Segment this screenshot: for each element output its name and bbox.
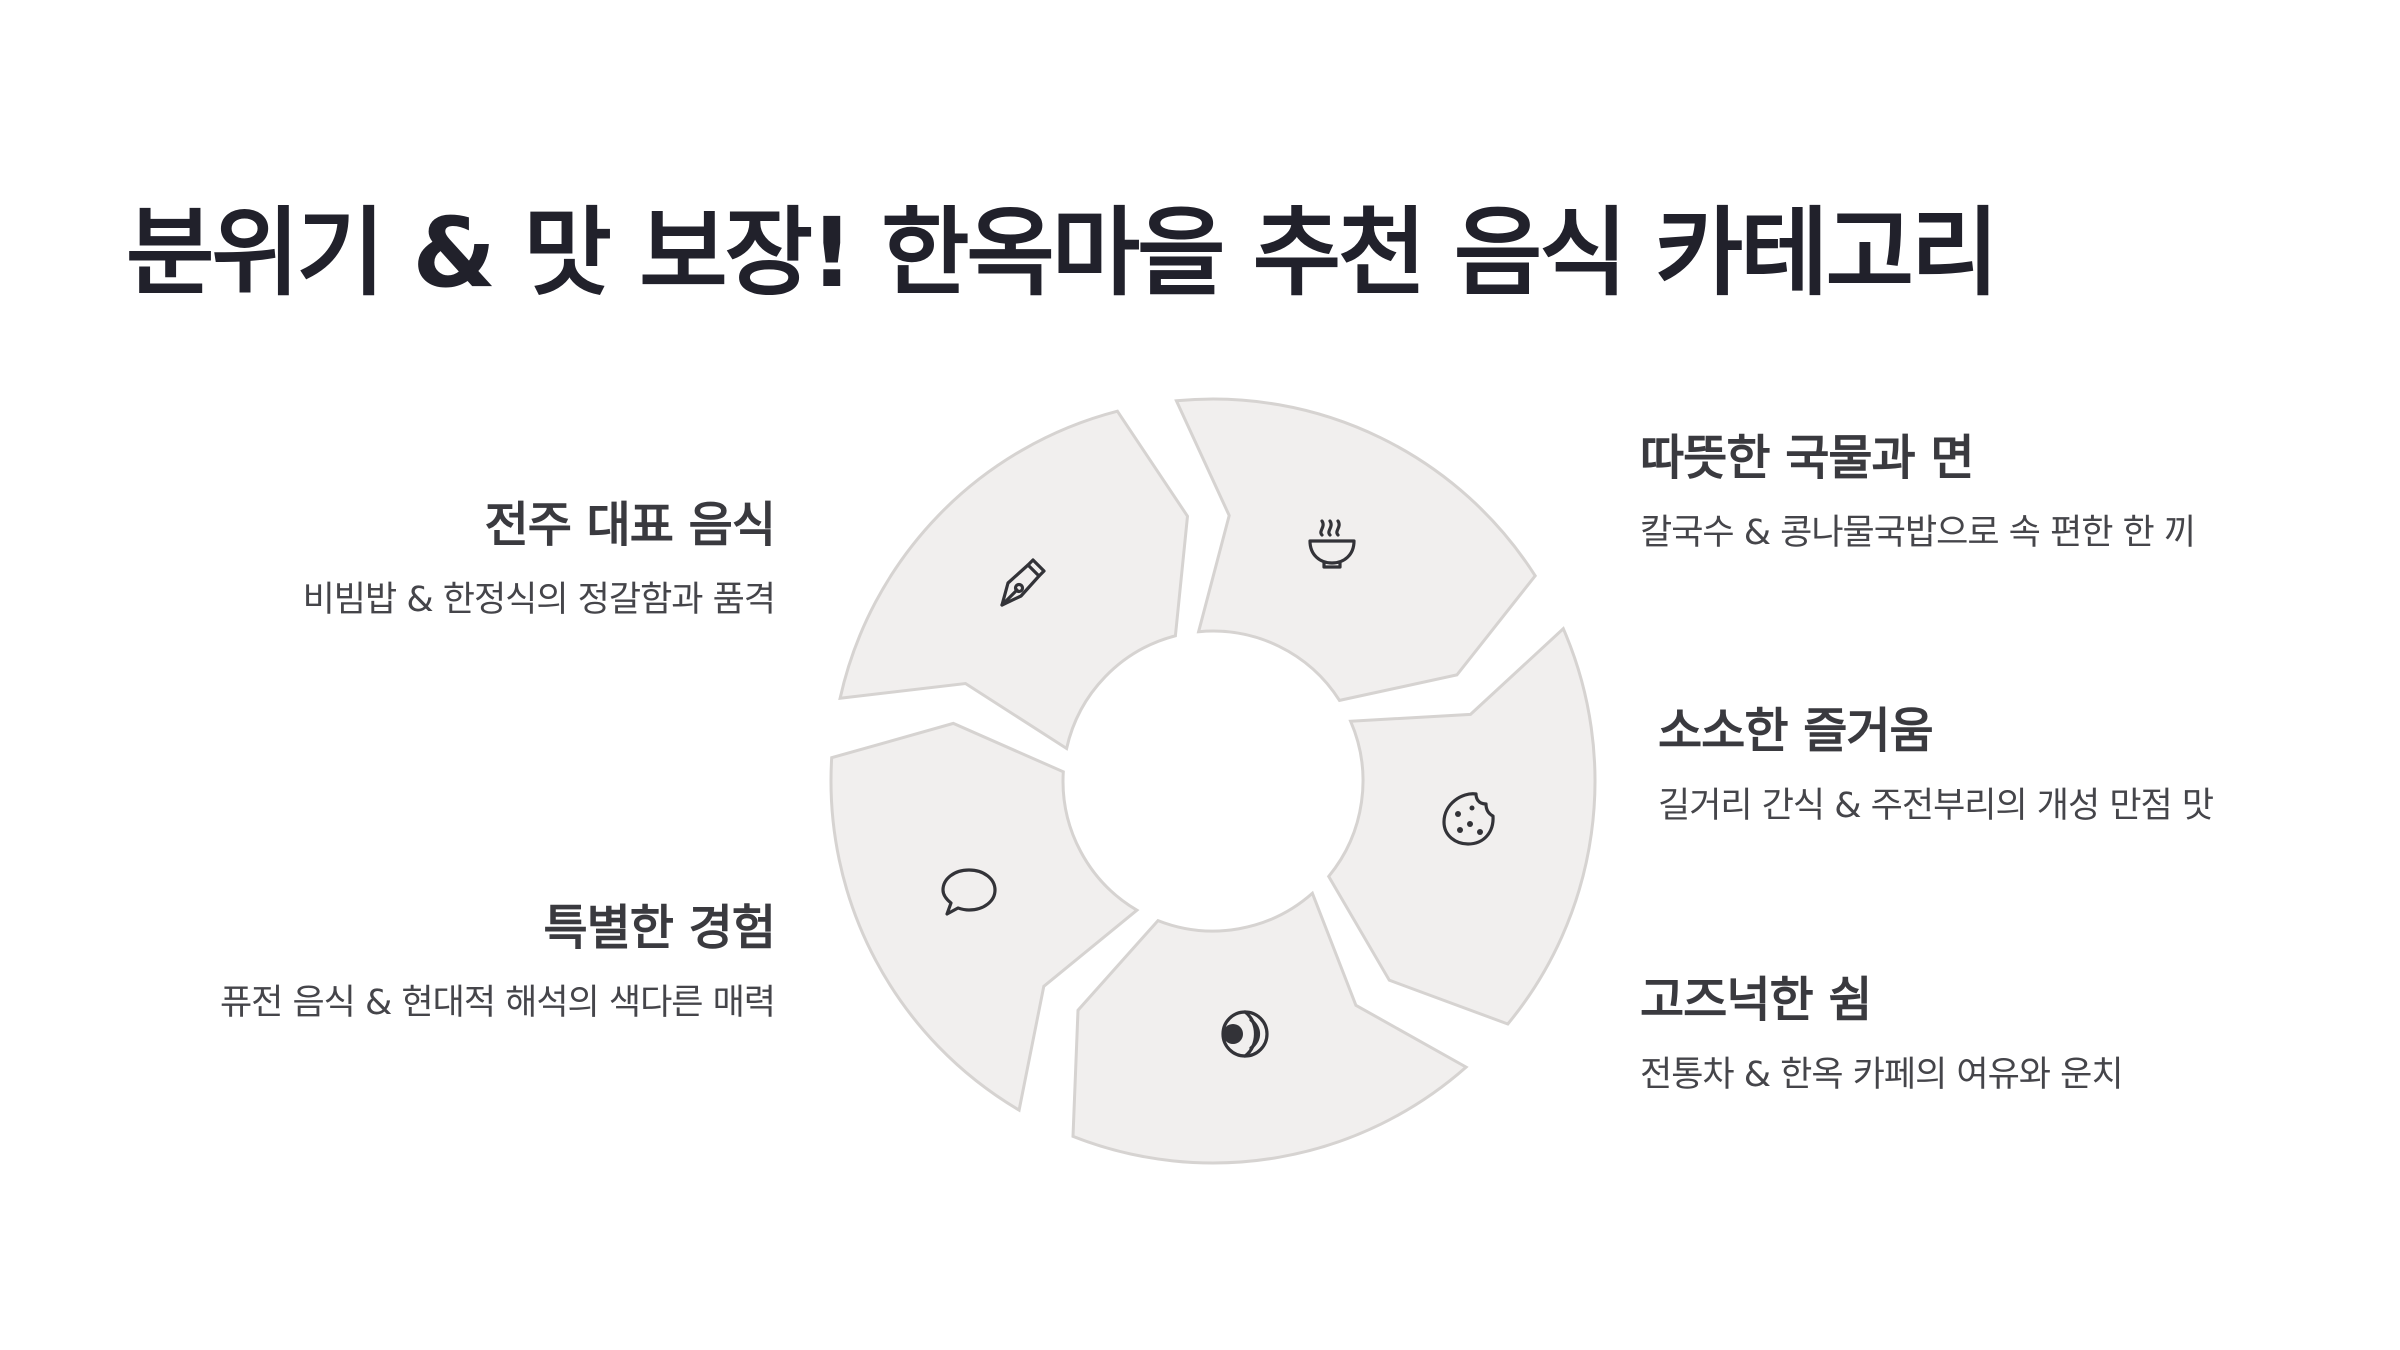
category-description: 칼국수 & 콩나물국밥으로 속 편한 한 끼: [1640, 512, 2196, 553]
category-heading: 고즈넉한 쉼: [1640, 972, 1873, 1028]
category-heading: 따뜻한 국물과 면: [1640, 430, 1975, 486]
category-jeonju-food: 전주 대표 음식 비빔밥 & 한정식의 정갈함과 품격: [155, 497, 776, 621]
category-description: 길거리 간식 & 주전부리의 개성 만점 맛: [1658, 785, 2214, 826]
steaming-bowl-icon: [1308, 519, 1356, 569]
category-heading: 특별한 경험: [543, 900, 776, 956]
cookie-icon: [1442, 792, 1495, 846]
category-description: 전통차 & 한옥 카페의 여유와 운치: [1640, 1054, 2124, 1095]
page-title: 분위기 & 맛 보장! 한옥마을 추천 음식 카테고리: [126, 197, 1999, 309]
category-special-experience: 특별한 경험 퓨전 음식 & 현대적 해석의 색다른 매력: [155, 900, 776, 1024]
category-snacks: 소소한 즐거움 길거리 간식 & 주전부리의 개성 만점 맛: [1658, 703, 2278, 827]
category-heading: 소소한 즐거움: [1658, 703, 1934, 759]
segment-soup-noodles[interactable]: [1174, 397, 1538, 703]
tea-drop-icon: [1221, 1010, 1269, 1058]
category-soup-noodles: 따뜻한 국물과 면 칼국수 & 콩나물국밥으로 속 편한 한 끼: [1640, 430, 2260, 554]
pen-nib-icon: [1000, 558, 1046, 607]
category-tea-cafe: 고즈넉한 쉼 전통차 & 한옥 카페의 여유와 운치: [1640, 972, 2260, 1096]
category-description: 퓨전 음식 & 현대적 해석의 색다른 매력: [219, 982, 776, 1023]
segment-special-experience[interactable]: [829, 721, 1140, 1113]
segment-tea-cafe[interactable]: [1071, 890, 1469, 1165]
category-description: 비빔밥 & 한정식의 정갈함과 품격: [302, 579, 776, 620]
speech-bubble-icon: [941, 868, 997, 916]
category-heading: 전주 대표 음식: [484, 497, 776, 553]
segment-snacks[interactable]: [1326, 626, 1597, 1026]
